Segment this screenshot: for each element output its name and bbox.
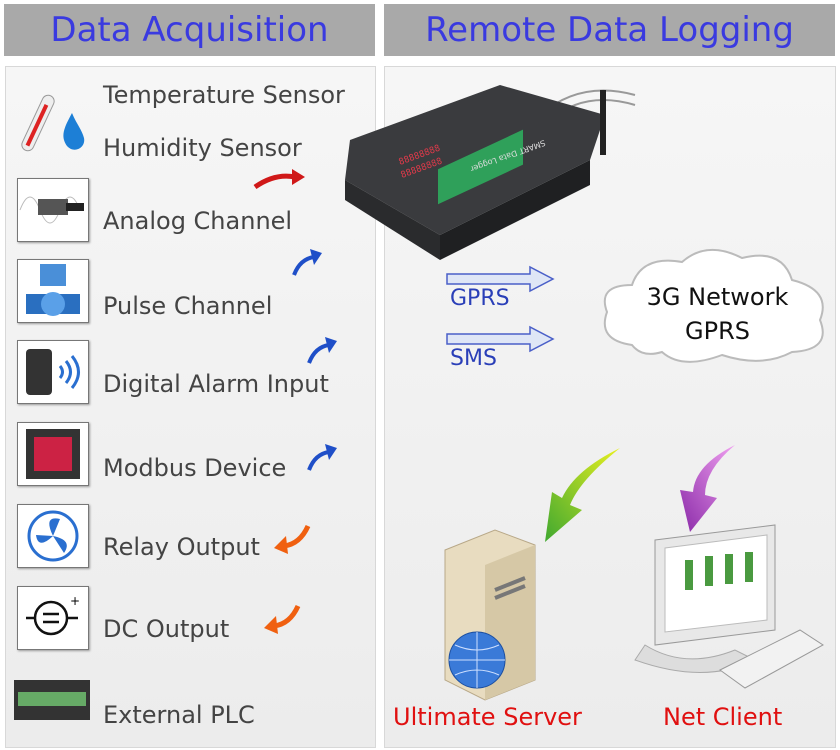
orange-arrow-icon (264, 604, 301, 634)
input-label: Humidity Sensor (103, 134, 302, 162)
orange-arrow-icon (274, 524, 311, 554)
dc-symbol-icon: + (17, 586, 89, 650)
humidity-drop-icon (63, 113, 85, 150)
input-label: DC Output (103, 615, 230, 643)
cloud-line-2: GPRS (685, 317, 750, 345)
meter-display-icon (17, 422, 89, 486)
thermometer-icon (21, 94, 85, 152)
client-label: Net Client (663, 703, 783, 731)
input-label: Digital Alarm Input (103, 370, 329, 398)
blue-arrow-icon (292, 249, 322, 276)
wireless-alarm-icon (17, 340, 89, 404)
sms-arrow-icon (446, 325, 555, 353)
server-icon (444, 529, 536, 701)
flow-meter-icon (17, 259, 89, 323)
header-remote-logging: Remote Data Logging (384, 4, 835, 56)
input-label: Pulse Channel (103, 292, 273, 320)
fan-icon (17, 504, 89, 568)
analog-sensor-icon (17, 178, 89, 242)
cloud-line-1: 3G Network (646, 283, 789, 311)
input-label: Relay Output (103, 533, 260, 561)
keyboard-icon (719, 629, 824, 689)
plc-icon (14, 680, 90, 720)
gprs-arrow-icon (446, 265, 555, 293)
header-data-acquisition: Data Acquisition (4, 4, 375, 56)
sms-label: SMS (450, 346, 497, 371)
input-label: Analog Channel (103, 207, 293, 235)
svg-text:+: + (70, 594, 80, 608)
gprs-label: GPRS (450, 286, 510, 311)
network-label: 3G Network GPRS (600, 280, 835, 348)
input-label: Modbus Device (103, 454, 287, 482)
red-arrow-icon (253, 169, 305, 190)
input-label: External PLC (103, 701, 255, 729)
green-arrow-icon (545, 448, 620, 542)
server-label: Ultimate Server (393, 703, 582, 731)
purple-arrow-icon (680, 445, 735, 532)
computer-icon (634, 524, 824, 689)
input-label: Temperature Sensor (103, 81, 345, 109)
cloud-icon (603, 248, 824, 363)
blue-arrow-icon (307, 444, 337, 471)
antenna-icon (600, 90, 606, 155)
blue-arrow-icon (307, 337, 337, 364)
